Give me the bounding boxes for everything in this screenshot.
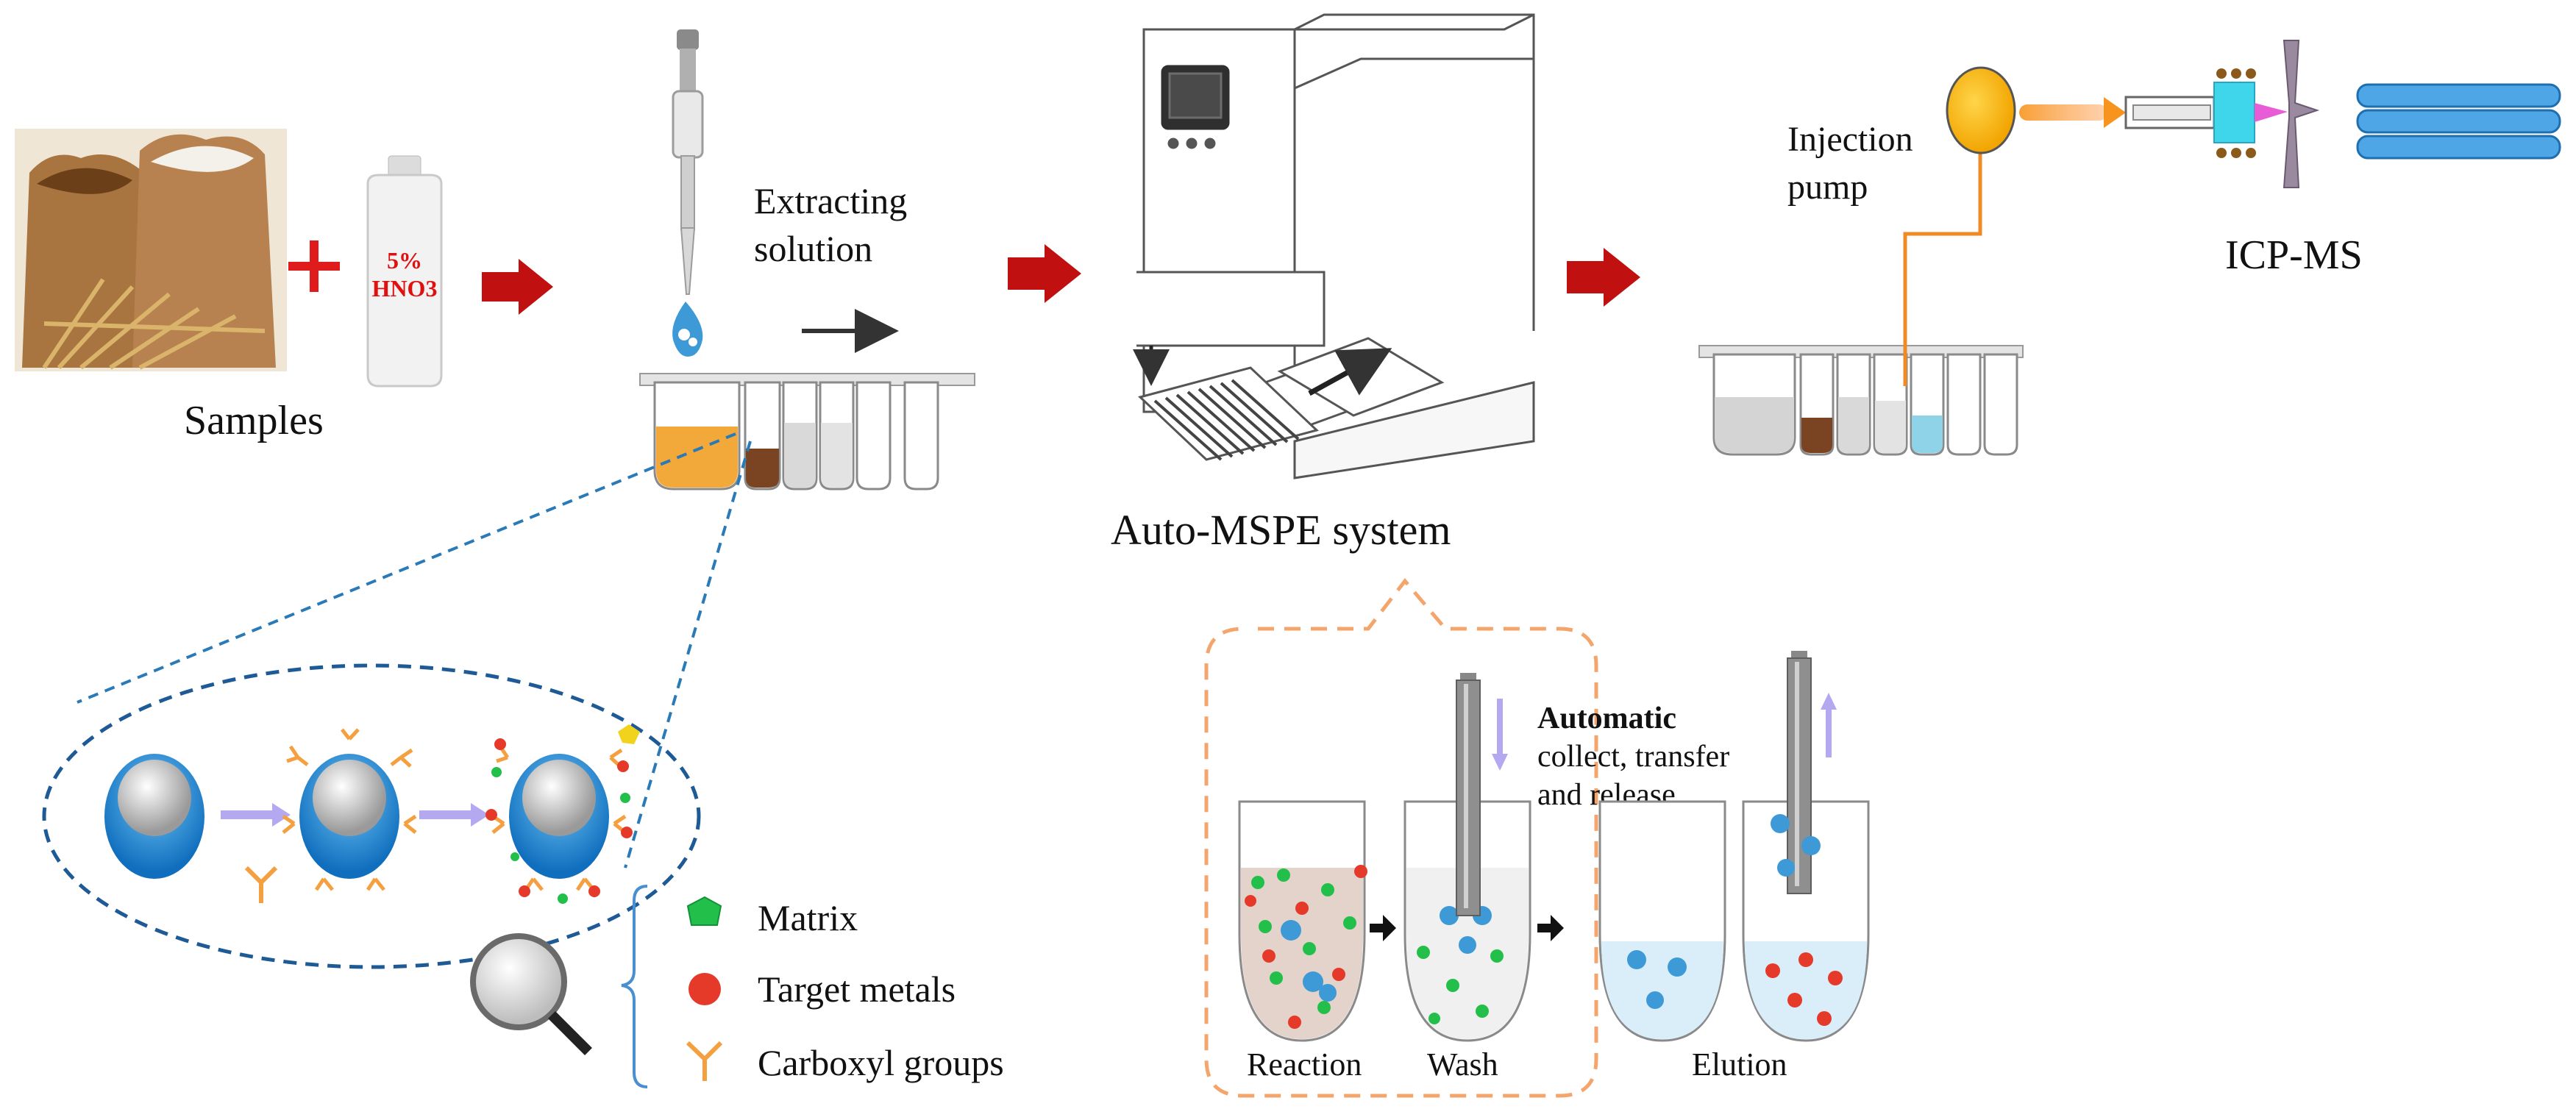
elution-tube-1 bbox=[1598, 800, 1726, 1042]
green-gem-icon bbox=[686, 896, 722, 926]
slide-arrow bbox=[1308, 348, 1392, 396]
injection-pump-icon bbox=[1946, 66, 2016, 154]
automatic-caption-line1: Automatic bbox=[1537, 702, 1676, 735]
wash-tube bbox=[1403, 800, 1531, 1042]
step-label-wash: Wash bbox=[1427, 1046, 1498, 1082]
magnetic-rod-wash bbox=[1456, 673, 1481, 916]
bottle-concentration: 5% bbox=[387, 247, 422, 274]
auto-mspe-instrument bbox=[1136, 13, 1535, 479]
elution-tube-2 bbox=[1742, 800, 1870, 1042]
magnifier-icon bbox=[470, 933, 592, 1055]
auto-mspe-label: Auto-MSPE system bbox=[1111, 506, 1451, 554]
step-label-elution: Elution bbox=[1692, 1046, 1787, 1082]
y-shaped-icon bbox=[686, 1041, 723, 1081]
step-arrow-wash bbox=[1370, 915, 1396, 941]
magnetic-rod-elution bbox=[1771, 651, 1821, 894]
pipette-icon bbox=[672, 29, 704, 295]
extracting-solution-line2: solution bbox=[754, 228, 872, 269]
samples-label: Samples bbox=[184, 398, 324, 443]
up-arrow-icon bbox=[1821, 693, 1837, 757]
legend-label-matrix: Matrix bbox=[758, 897, 858, 938]
step-arrow-elution bbox=[1537, 915, 1564, 941]
step-arrow-b bbox=[419, 803, 489, 827]
down-arrow-icon bbox=[1492, 699, 1508, 771]
step-arrow-a bbox=[221, 803, 291, 827]
sample-flow-glow bbox=[2019, 97, 2126, 128]
icp-ms-instrument-icon bbox=[2124, 40, 2561, 188]
droplet-with-beads-icon bbox=[672, 302, 703, 357]
carboxyl-bead-icon bbox=[282, 728, 417, 891]
bead-zoom-ellipse bbox=[42, 663, 701, 969]
pump-tubing bbox=[1903, 147, 1982, 386]
injection-pump-line2: pump bbox=[1787, 168, 1868, 207]
injection-pump-line1: Injection bbox=[1787, 120, 1913, 159]
extracting-solution-line1: Extracting bbox=[754, 180, 907, 221]
legend-bracket bbox=[621, 885, 648, 1088]
icp-ms-label: ICP-MS bbox=[2225, 232, 2363, 278]
legend-label-target-metals: Target metals bbox=[758, 969, 956, 1010]
extraction-tube-rack bbox=[639, 373, 975, 491]
automatic-bold: Automatic bbox=[1537, 702, 1676, 735]
mspe-detail-callout bbox=[1204, 578, 1598, 1098]
flow-arrow-3 bbox=[1567, 248, 1640, 307]
legend-item-carboxyl-groups: Carboxyl groups bbox=[686, 1041, 1004, 1083]
legend-item-matrix: Matrix bbox=[686, 896, 858, 938]
bottle-acid-name: HNO3 bbox=[372, 275, 438, 302]
injection-tube-rack bbox=[1698, 345, 2024, 456]
zoom-guide-left bbox=[77, 432, 736, 704]
legend-label-carboxyl-groups: Carboxyl groups bbox=[758, 1042, 1004, 1083]
red-sphere-icon bbox=[689, 973, 721, 1005]
grain-sacks-image bbox=[15, 129, 287, 371]
bare-bead-icon bbox=[104, 754, 204, 879]
flow-arrow-2 bbox=[1008, 244, 1081, 303]
zoom-guide-right bbox=[624, 440, 752, 868]
metal-loaded-bead-icon bbox=[485, 724, 640, 904]
flow-arrow-1 bbox=[482, 259, 553, 315]
automatic-caption-rest: collect, transfer bbox=[1537, 740, 1729, 774]
reaction-tube bbox=[1238, 800, 1367, 1042]
step-label-reaction: Reaction bbox=[1247, 1046, 1362, 1082]
acid-bottle-icon bbox=[366, 155, 443, 388]
carboxyl-reagent-icon bbox=[244, 866, 278, 903]
legend-item-target-metals: Target metals bbox=[689, 969, 956, 1010]
plus-icon bbox=[288, 240, 340, 292]
